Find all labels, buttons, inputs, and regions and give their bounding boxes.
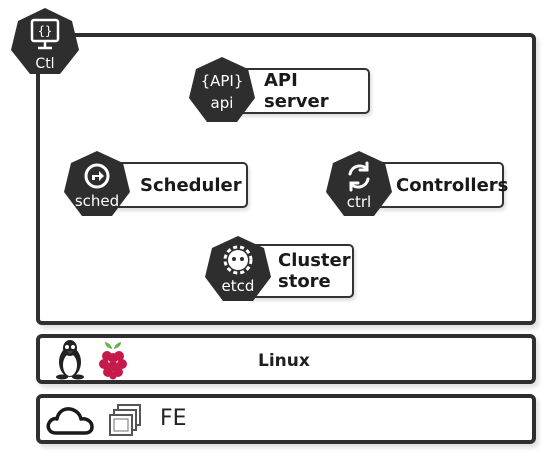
cluster-store-node: etcd: [205, 236, 271, 301]
badge-label: Ctl: [35, 56, 54, 72]
route-icon: [84, 163, 110, 189]
scheduler-short-label: sched: [75, 192, 119, 210]
stacked-windows-icon: [109, 404, 141, 436]
api-server-node: {API} api: [189, 57, 255, 122]
cluster-store-label-line2: store: [278, 271, 331, 292]
api-server-label: API server: [264, 70, 329, 112]
api-icon-text: {API}: [201, 72, 244, 90]
cloud-icon: [46, 407, 94, 435]
control-plane-badge: {} Ctl: [11, 8, 79, 74]
api-short-label: api: [211, 94, 234, 112]
scheduler-label: Scheduler: [140, 174, 242, 196]
badge-icon-text: {}: [38, 24, 52, 38]
linux-tux-icon: [56, 340, 84, 380]
controllers-short-label: ctrl: [347, 193, 371, 211]
etcd-icon: [223, 245, 253, 275]
scheduler-node: sched: [64, 151, 130, 216]
os-layer-label: Linux: [258, 351, 310, 371]
cluster-store-label-line1: Cluster: [278, 250, 351, 271]
controllers-label: Controllers: [396, 174, 509, 196]
sync-icon: [348, 161, 370, 192]
raspberry-pi-icon: [99, 342, 127, 380]
etcd-short-label: etcd: [222, 277, 255, 295]
infra-layer-label: FE: [160, 406, 187, 431]
controllers-node: ctrl: [326, 151, 392, 216]
